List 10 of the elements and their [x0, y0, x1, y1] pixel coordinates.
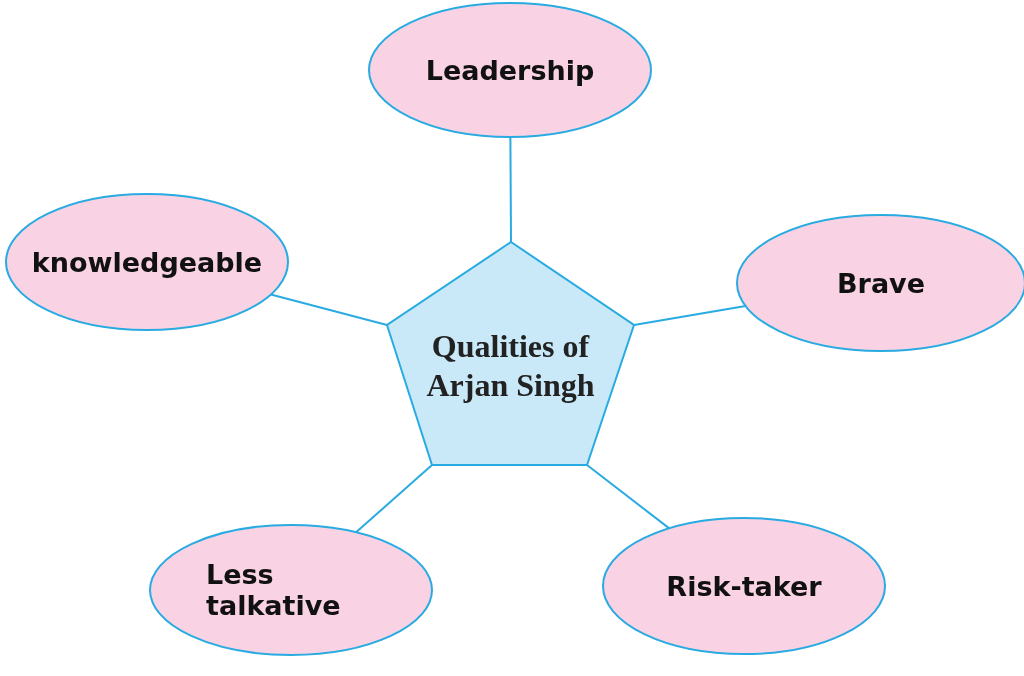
node-label: Risk-taker — [666, 570, 822, 602]
node-label: Brave — [837, 267, 925, 299]
connector-line — [269, 293, 388, 326]
connector-line — [586, 464, 671, 530]
node-label: Qualities of Arjan Singh — [425, 327, 596, 404]
connector-line — [509, 136, 512, 243]
node-label: knowledgeable — [31, 246, 263, 278]
node-label: Leadership — [425, 54, 595, 86]
connector-line — [355, 464, 433, 534]
node-label: Less talkative — [206, 559, 342, 621]
